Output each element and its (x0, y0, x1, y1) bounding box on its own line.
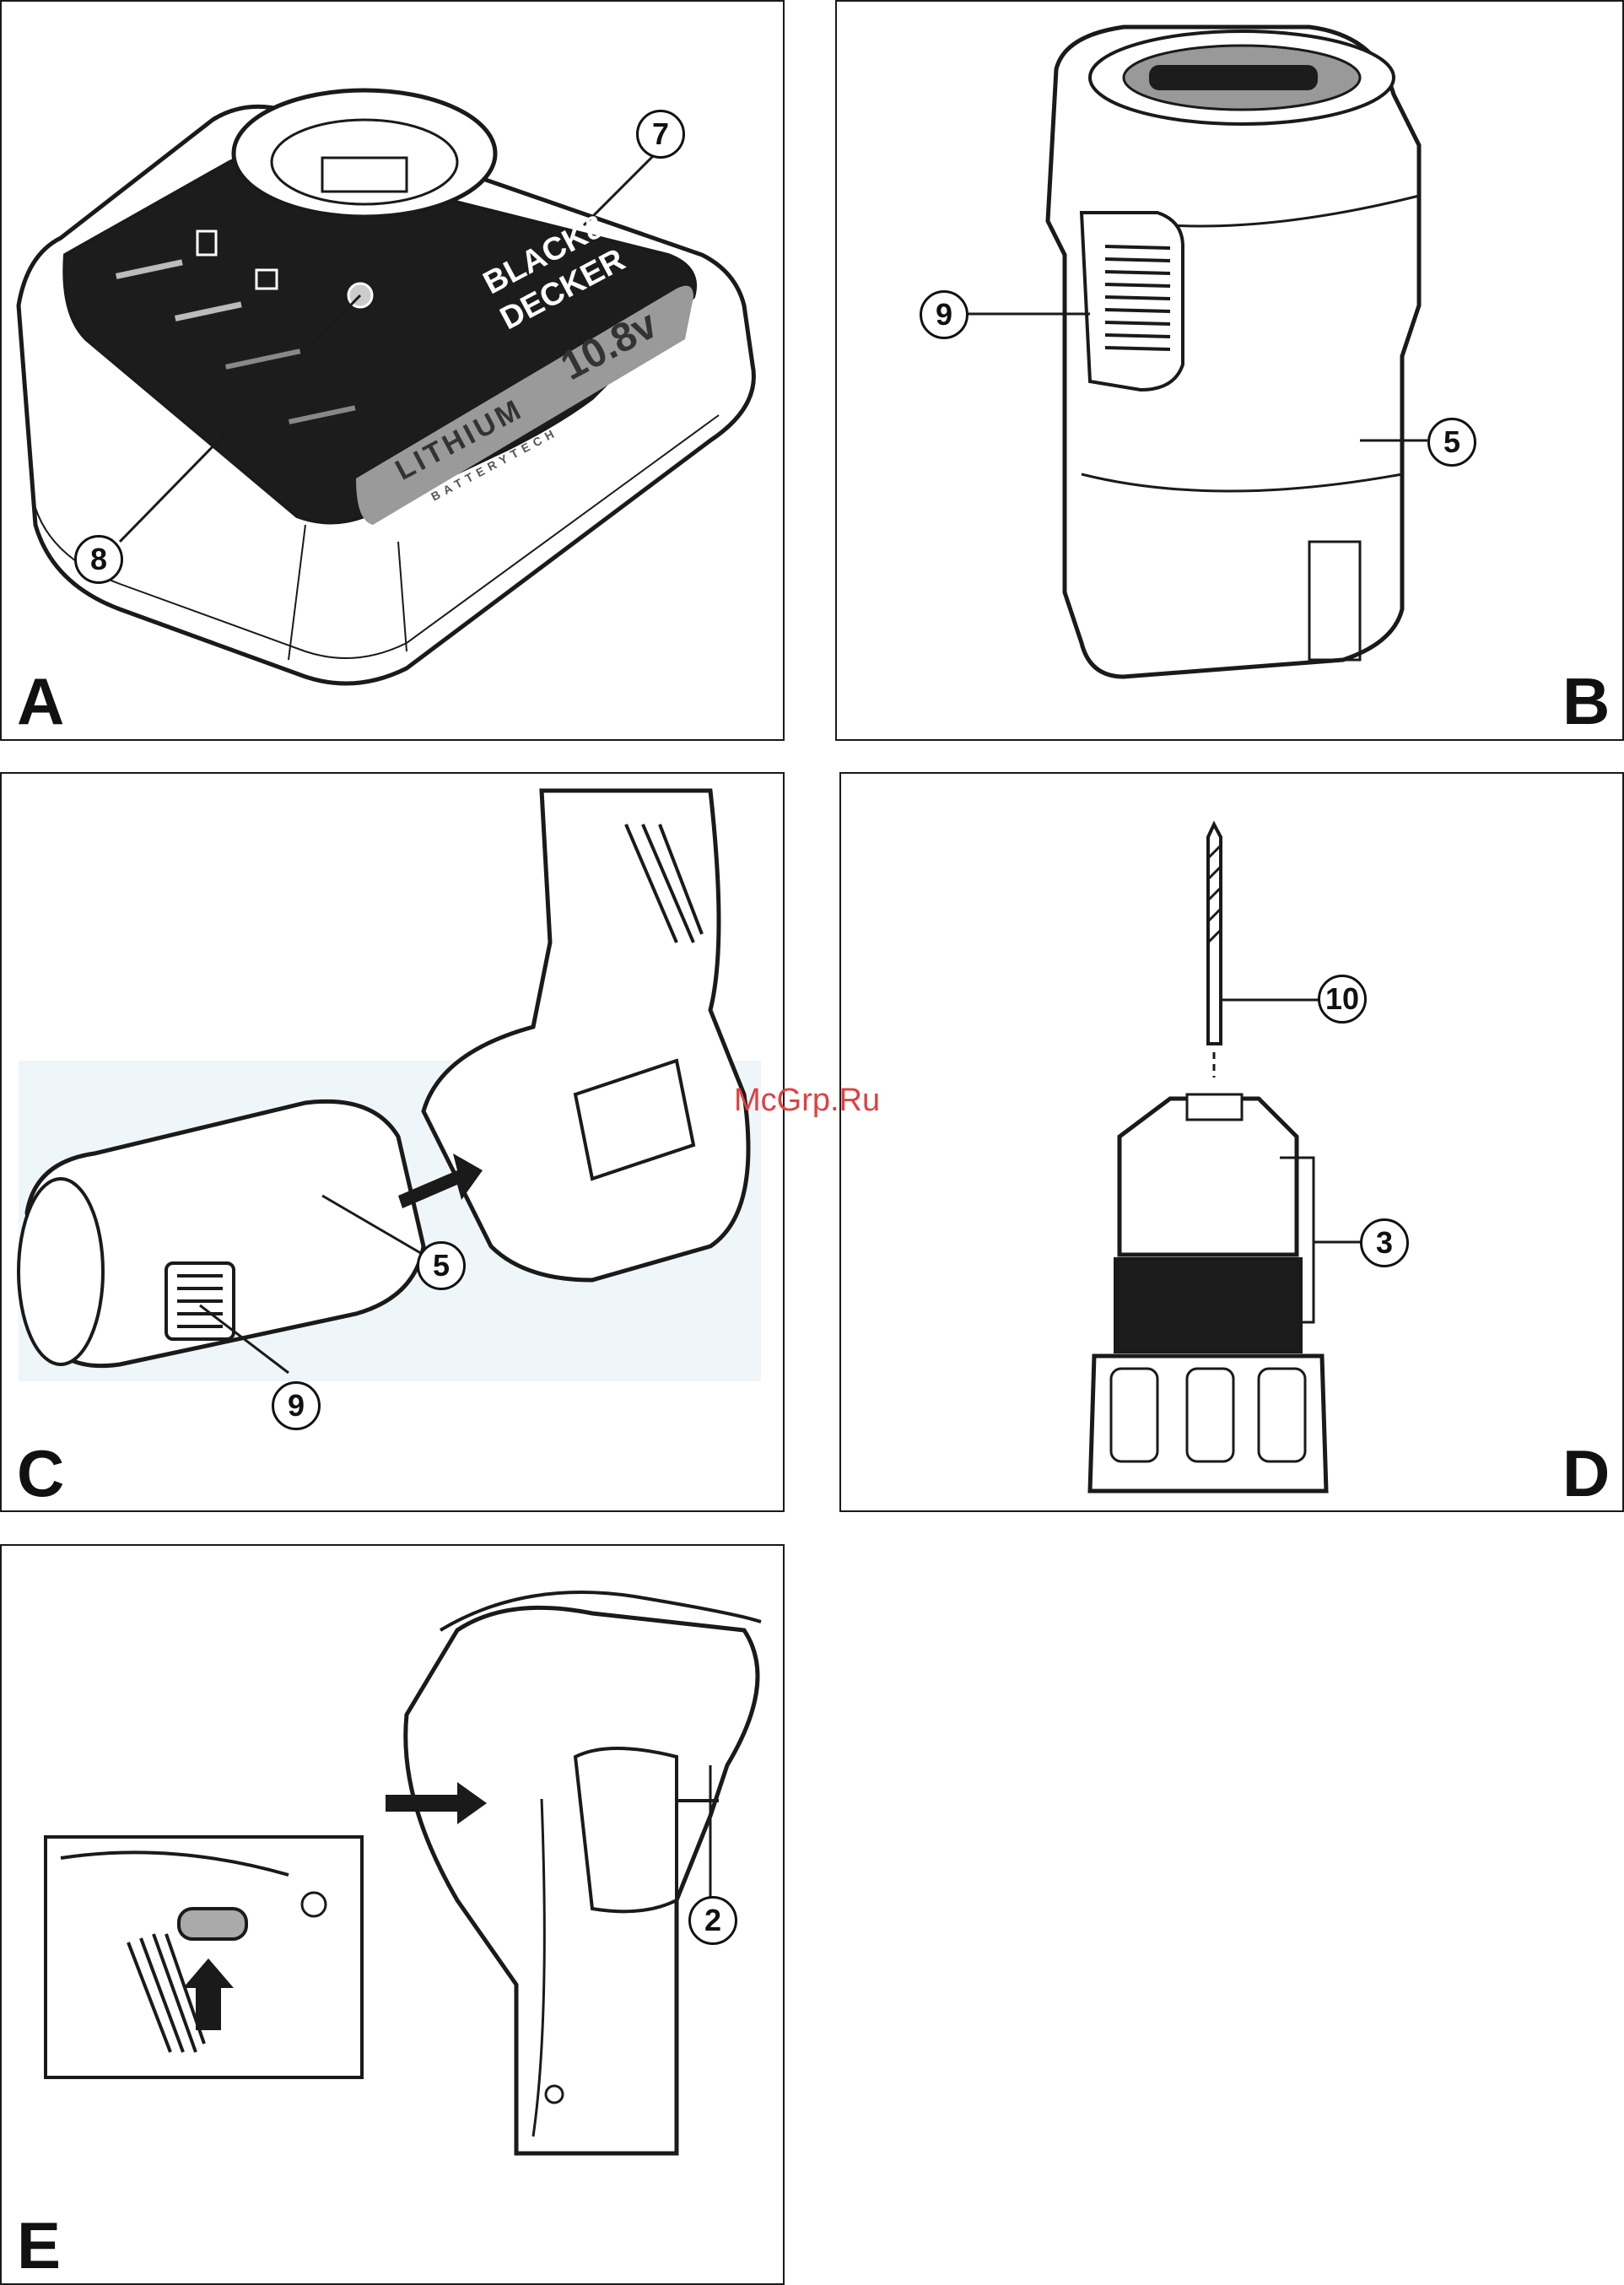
panel-letter-e: E (17, 2212, 61, 2278)
callout-8: 8 (74, 535, 123, 584)
direction-switch-illustration (2, 1546, 785, 2285)
callout-7: 7 (636, 110, 685, 159)
callout-3: 3 (1360, 1218, 1409, 1267)
battery-illustration (837, 2, 1624, 741)
callout-5: 5 (1427, 418, 1476, 467)
panel-letter-b: B (1562, 668, 1610, 734)
panel-c: 5 9 C (0, 772, 785, 1512)
callout-5: 5 (417, 1241, 466, 1290)
callout-2: 2 (688, 1896, 737, 1945)
panel-a: BLACK& DECKER 10.8v LITHIUM BATTERYTECH … (0, 0, 785, 741)
watermark: McGrp.Ru (734, 1083, 880, 1119)
panel-letter-d: D (1562, 1440, 1610, 1506)
callout-9: 9 (920, 290, 968, 339)
chuck-illustration (841, 774, 1624, 1512)
panel-e: 2 E (0, 1544, 785, 2285)
panel-letter-a: A (17, 668, 64, 734)
panel-d: 10 3 D (839, 772, 1624, 1512)
panel-b: 9 5 B (835, 0, 1624, 741)
panel-letter-c: C (17, 1440, 64, 1506)
battery-insert-illustration (2, 774, 785, 1512)
callout-10: 10 (1318, 975, 1367, 1024)
callout-9: 9 (272, 1381, 321, 1430)
